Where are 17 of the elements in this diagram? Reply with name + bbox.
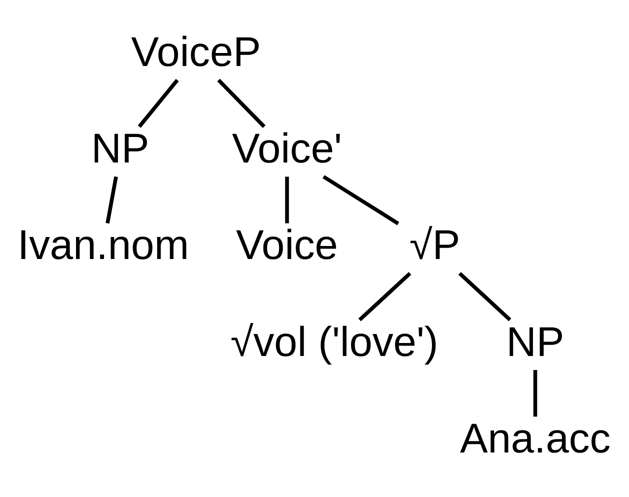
connector <box>533 370 538 417</box>
connector <box>106 176 118 224</box>
connector <box>458 272 512 322</box>
node-text: Voice' <box>232 124 342 172</box>
node-text: Ivan.nom <box>18 221 189 268</box>
connector <box>138 78 179 128</box>
node-text: √P <box>409 221 460 268</box>
connector <box>322 175 400 226</box>
connector <box>285 176 289 224</box>
node-text: √vol ('love') <box>230 318 438 365</box>
node-text: Ana.acc <box>460 414 611 462</box>
node-text: NP <box>506 318 564 365</box>
connector <box>217 78 266 128</box>
node-text: NP <box>91 124 150 172</box>
connector <box>358 272 412 322</box>
node-text: Voice <box>236 221 338 268</box>
node-text: VoiceP <box>131 28 261 75</box>
